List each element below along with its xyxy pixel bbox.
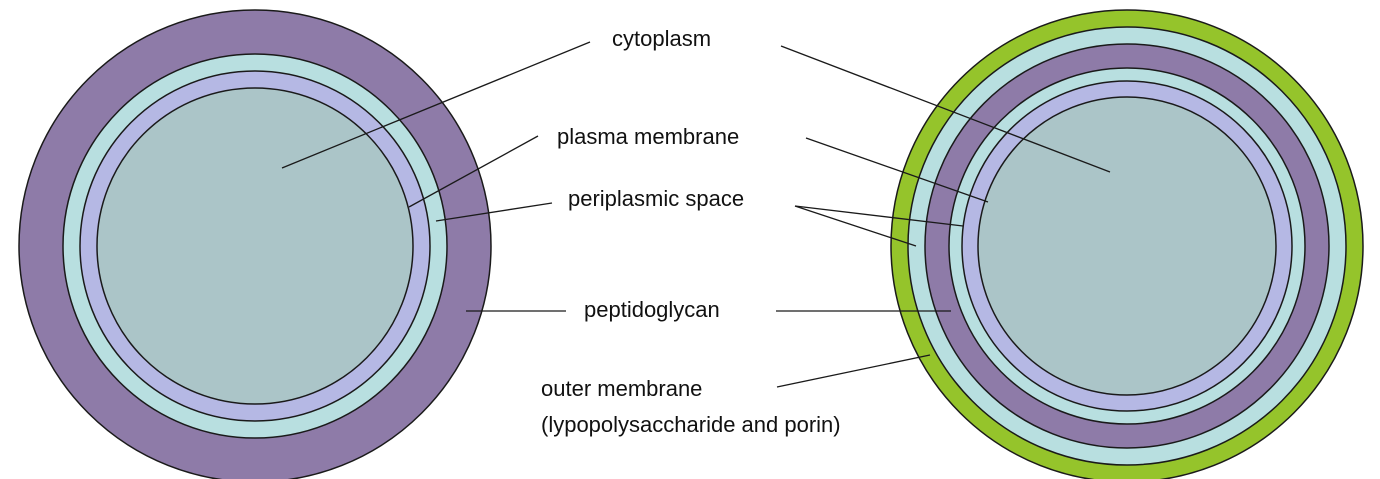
periplasmic-space-label: periplasmic space — [568, 186, 744, 212]
peptidoglycan-label: peptidoglycan — [584, 297, 720, 323]
left-cytoplasm — [97, 88, 413, 404]
leader-outer-membrane — [777, 355, 930, 387]
right-cell — [891, 10, 1363, 479]
left-cell — [19, 10, 491, 479]
outer-membrane-detail-label: (lypopolysaccharide and porin) — [541, 412, 841, 438]
outer-membrane-label: outer membrane — [541, 376, 702, 402]
right-cytoplasm — [978, 97, 1276, 395]
plasma-membrane-label: plasma membrane — [557, 124, 739, 150]
cytoplasm-label: cytoplasm — [612, 26, 711, 52]
